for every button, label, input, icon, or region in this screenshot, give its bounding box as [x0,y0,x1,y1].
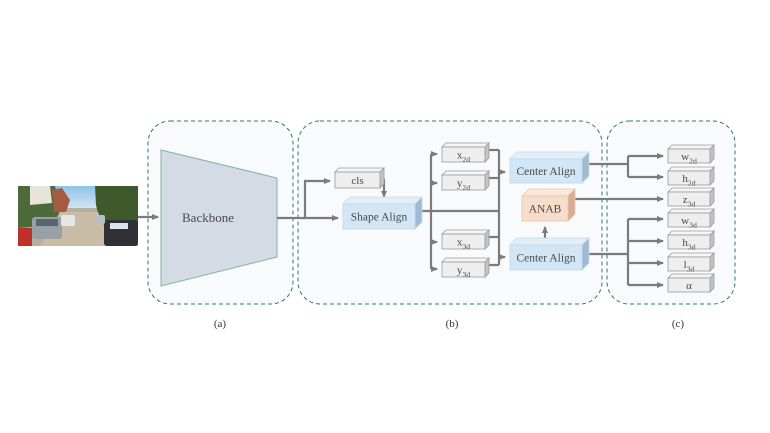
intermediate-y2d: y2d [441,170,490,192]
intermediate-y3d-top-face [441,257,490,263]
output-w2d-front-face [667,148,711,164]
output-h3d-top-face [667,230,715,236]
intermediate-y3d-side-face [484,257,490,278]
shape-align-block: Shape Align [342,196,423,230]
cls-block-top-face [334,167,385,173]
output-h2d-top-face [667,166,715,172]
intermediate-y3d: y3d [441,257,490,279]
output-h3d: h3d [667,230,715,252]
backbone-block [160,149,278,287]
intermediate-x3d-side-face [484,229,490,250]
output-h2d-label: h2d [682,173,695,188]
connectors [138,148,664,288]
shape-align-block-front-face [342,203,416,230]
intermediate-y2d-side-face [484,170,490,191]
output-z3d-label: z3d [683,194,696,209]
output-h3d-label: h3d [682,237,695,252]
output-alpha: α [667,273,715,293]
output-l3d-top-face [667,252,715,258]
output-h2d-front-face [667,170,711,186]
output-alpha-top-face [667,273,715,279]
intermediate-y3d-label: y3d [457,264,470,279]
output-w2d: w2d [667,144,715,166]
intermediate-x3d-top-face [441,229,490,235]
intermediate-x2d: x2d [441,142,490,164]
caption-a: (a) [214,318,227,330]
intermediate-y2d-front-face [441,174,486,191]
output-w3d: w3d [667,208,715,230]
output-z3d-top-face [667,187,715,193]
intermediate-x3d: x3d [441,229,490,251]
intermediate-x3d-label: x3d [457,236,470,251]
output-h3d-front-face [667,234,711,250]
output-alpha-front-face [667,277,711,293]
center-align-2d-block-front-face [509,158,583,184]
center-align-3d-block-top-face [509,237,590,246]
output-h2d: h2d [667,166,715,188]
intermediate-x2d-top-face [441,142,490,148]
intermediate-x2d-side-face [484,142,490,163]
shape-align-block-label: Shape Align [351,212,408,224]
intermediate-x2d-label: x2d [457,149,470,164]
center-align-3d-block: Center Align [509,237,590,271]
cls-block: cls [334,167,385,189]
output-w3d-front-face [667,212,711,228]
output-l3d-label: l3d [684,259,695,274]
output-l3d: l3d [667,252,715,274]
intermediate-y2d-label: y2d [457,177,470,192]
intermediate-y3d-front-face [441,261,486,278]
center-align-2d-block-top-face [509,151,590,160]
output-w2d-top-face [667,144,715,150]
arrow-to-cls [303,178,331,218]
output-l3d-front-face [667,256,711,272]
cls-block-front-face [334,171,381,189]
center-align-3d-block-front-face [509,244,583,271]
anab-block-label: ANAB [529,204,562,216]
input-image [18,186,138,246]
output-w3d-top-face [667,208,715,214]
anab-block-front-face [521,195,569,222]
caption-c: (c) [672,318,685,330]
anab-block-top-face [521,188,576,197]
output-w3d-label: w3d [681,215,697,230]
output-z3d-front-face [667,191,711,207]
intermediate-x3d-front-face [441,233,486,250]
intermediate-x2d-front-face [441,146,486,163]
output-alpha-label: α [686,280,692,292]
output-z3d: z3d [667,187,715,209]
caption-b: (b) [446,318,459,330]
cls-block-side-face [379,167,385,189]
cls-block-label: cls [351,175,363,187]
center-align-2d-block-label: Center Align [516,166,575,178]
backbone-label: Backbone [182,210,234,225]
shape-align-block-top-face [342,196,423,205]
output-w2d-label: w2d [681,151,697,166]
anab-block: ANAB [521,188,576,222]
intermediate-y2d-top-face [441,170,490,176]
center-align-3d-block-label: Center Align [516,253,575,265]
center-align-2d-block: Center Align [509,151,590,184]
